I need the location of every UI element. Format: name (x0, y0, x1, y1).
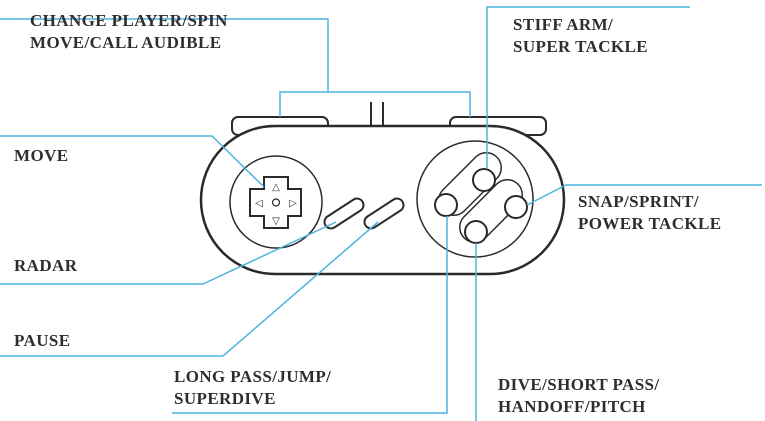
leader-long-pass (172, 216, 448, 414)
label-change-player: CHANGE PLAYER/SPIN MOVE/CALL AUDIBLE (30, 11, 228, 52)
dpad-center (271, 198, 281, 207)
dpad-down-arrow-icon: ▽ (272, 216, 280, 227)
dpad-right-arrow-icon: ▷ (289, 198, 297, 209)
face-button-right (504, 195, 528, 219)
label-long-pass: LONG PASS/JUMP/ SUPERDIVE (174, 367, 332, 408)
label-pause: PAUSE (14, 331, 71, 350)
label-move: MOVE (14, 146, 69, 165)
face-button-left (434, 193, 458, 217)
leader-change-player-right (328, 91, 471, 117)
label-stiff-arm: STIFF ARM/ SUPER TACKLE (513, 15, 649, 56)
start-button (363, 197, 405, 230)
select-button (323, 197, 365, 230)
leader-move (0, 135, 265, 188)
face-button-bottom (464, 220, 488, 244)
dpad-up-arrow-icon: △ (272, 182, 280, 193)
leader-pause (0, 221, 379, 357)
label-radar: RADAR (14, 256, 78, 275)
leader-snap (526, 184, 762, 206)
face-button-top (472, 168, 496, 192)
leader-radar (0, 221, 337, 285)
dpad-left-arrow-icon: ◁ (255, 198, 263, 209)
label-dive-short-pass: DIVE/SHORT PASS/ HANDOFF/PITCH (498, 375, 660, 416)
leader-stiff-arm (486, 6, 690, 169)
dpad (249, 176, 302, 229)
label-snap-sprint: SNAP/SPRINT/ POWER TACKLE (578, 192, 722, 233)
